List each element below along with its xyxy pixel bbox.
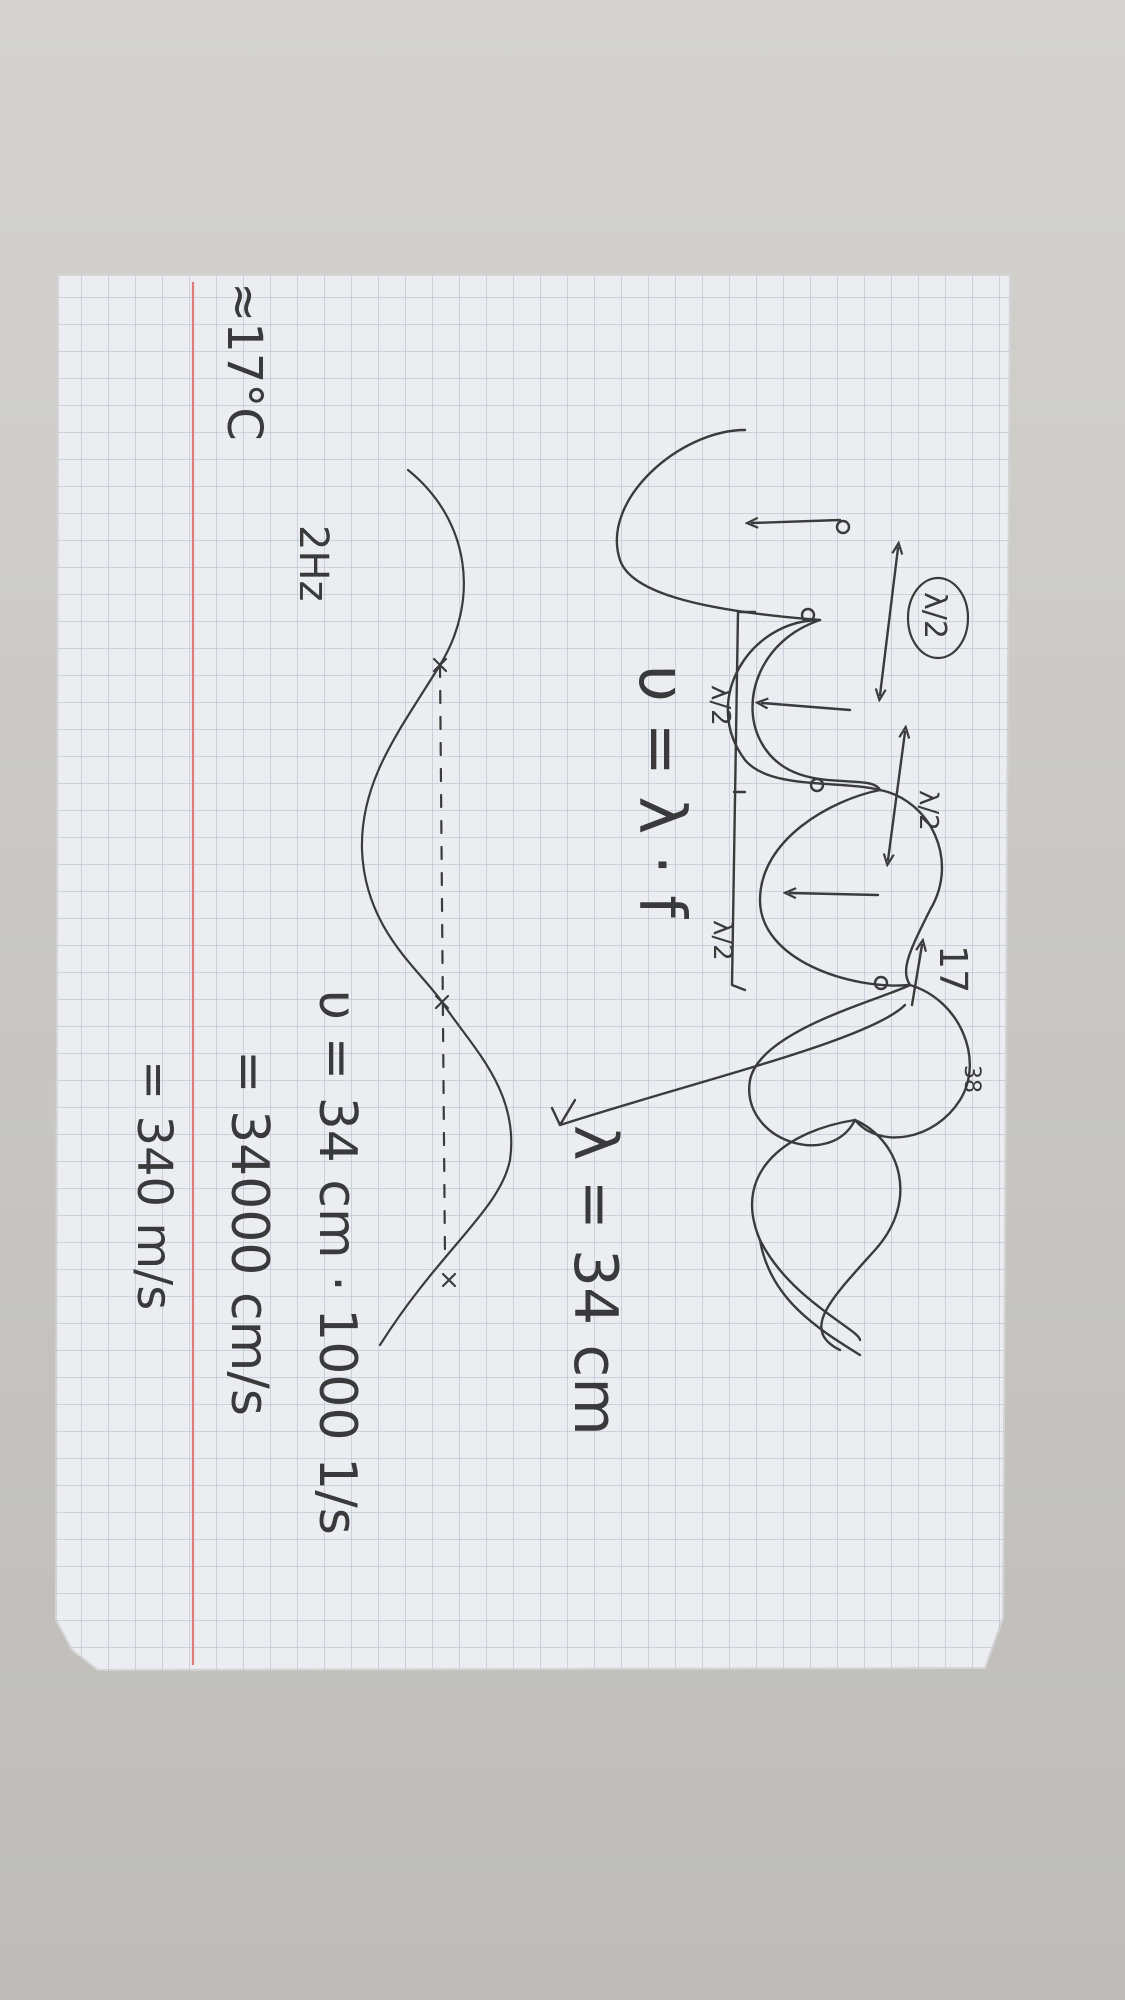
note-velocity-1: υ = 34 cm · 1000 1/s — [307, 990, 367, 1535]
note-wavelength: λ = 34 cm — [560, 1125, 630, 1436]
length-bracket — [730, 610, 757, 992]
pointer-arrow — [550, 1003, 907, 1127]
amplitude-arrows — [752, 520, 880, 895]
handwriting-annotations: ≈17°C 2Hz λ/2 λ/2 λ/2 λ/2 17 38 υ = λ · … — [126, 282, 984, 1535]
note-half-wave-2: λ/2 — [913, 790, 943, 831]
notebook-page — [54, 274, 1012, 1672]
note-wave-formula: υ = λ · f — [624, 665, 698, 919]
note-38: 38 — [959, 1065, 984, 1093]
half-wave-arrows — [880, 548, 922, 1007]
note-half-wave-1: λ/2 — [705, 685, 735, 726]
sine-wave-drawing — [360, 468, 513, 1347]
note-17: 17 — [931, 945, 975, 993]
note-velocity-2: = 34000 cm/s — [219, 1050, 279, 1416]
standing-wave-drawing — [615, 428, 971, 1357]
note-half-wave-3: λ/2 — [707, 920, 737, 961]
half-wave-circle — [906, 576, 970, 660]
note-temperature: ≈17°C — [216, 282, 272, 441]
note-velocity-3: = 340 m/s — [126, 1060, 182, 1310]
note-half-wave-circled: λ/2 — [917, 592, 952, 639]
note-hz: 2Hz — [290, 525, 336, 602]
